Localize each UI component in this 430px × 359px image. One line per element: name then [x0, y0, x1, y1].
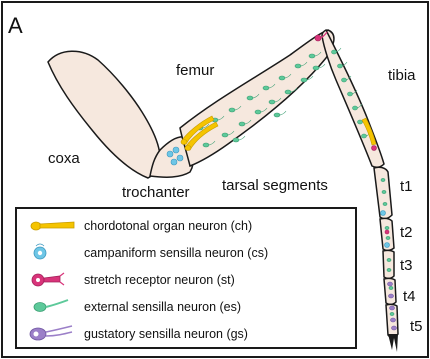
- gs-neuron: [390, 306, 395, 310]
- trochanter-label: trochanter: [122, 184, 190, 201]
- tarsus-t1-label: t1: [400, 178, 413, 195]
- femur-label: femur: [176, 62, 214, 79]
- tarsal-segments-label: tarsal segments: [222, 177, 328, 194]
- gs-neuron: [389, 294, 394, 298]
- es-neuron: [389, 286, 393, 289]
- legend: chordotonal organ neuron (ch) campanifor…: [16, 208, 356, 348]
- cs-neuron: [173, 147, 179, 153]
- legend-label-es: external sensilla neuron (es): [84, 300, 241, 314]
- es-neuron: [382, 190, 386, 193]
- es-neuron: [387, 258, 391, 261]
- tarsus-t5-label: t5: [410, 318, 423, 335]
- es-neuron: [381, 178, 385, 181]
- tibia-label: tibia: [388, 67, 416, 84]
- ch-neuron: [185, 146, 191, 151]
- ch-neuron: [181, 140, 187, 145]
- st-neuron: [372, 146, 377, 151]
- cs-neuron: [167, 151, 173, 157]
- es-neuron: [386, 236, 390, 239]
- es-neuron: [390, 312, 394, 315]
- tarsal-segment-t3: [383, 250, 394, 278]
- cs-neuron: [385, 243, 390, 248]
- legend-label-cs: campaniform sensilla neuron (cs): [84, 246, 268, 260]
- es-neuron: [274, 111, 286, 117]
- panel-label: A: [8, 13, 23, 38]
- cs-neuron: [177, 155, 183, 161]
- legend-label-gs: gustatory sensilla neuron (gs): [84, 327, 248, 341]
- st-neuron: [385, 230, 389, 234]
- gs-neuron: [388, 282, 393, 286]
- gs-neuron: [392, 326, 397, 330]
- coxa-label: coxa: [48, 150, 80, 167]
- tarsus-t2-label: t2: [400, 224, 413, 241]
- legend-label-st: stretch receptor neuron (st): [84, 273, 235, 287]
- es-neuron: [387, 268, 391, 271]
- tarsus-t4-label: t4: [403, 288, 416, 305]
- gs-neuron: [391, 318, 396, 322]
- tarsus-t3-label: t3: [400, 257, 413, 274]
- cs-neuron: [171, 159, 177, 165]
- cs-neuron: [381, 211, 386, 216]
- es-neuron: [383, 202, 387, 205]
- es-neuron: [385, 226, 389, 229]
- legend-label-ch: chordotonal organ neuron (ch): [84, 219, 252, 233]
- claw: [388, 334, 398, 352]
